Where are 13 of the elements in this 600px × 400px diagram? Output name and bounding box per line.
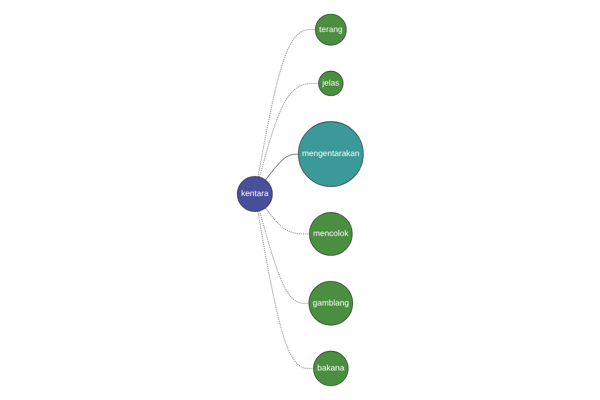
node-circle: mengentarakan: [298, 121, 364, 187]
node-circle: kentara: [236, 176, 272, 212]
connector: [259, 210, 309, 304]
connector: [265, 154, 298, 180]
node-circle: gamblang: [308, 281, 353, 326]
node-circle: mencolok: [308, 212, 352, 256]
connector: [257, 211, 314, 369]
connector: [259, 83, 318, 178]
node-circle: jelas: [318, 70, 344, 96]
node-circle: terang: [314, 14, 346, 46]
connector: [265, 208, 310, 234]
connector: [258, 29, 316, 177]
node-circle: bakana: [312, 350, 348, 386]
